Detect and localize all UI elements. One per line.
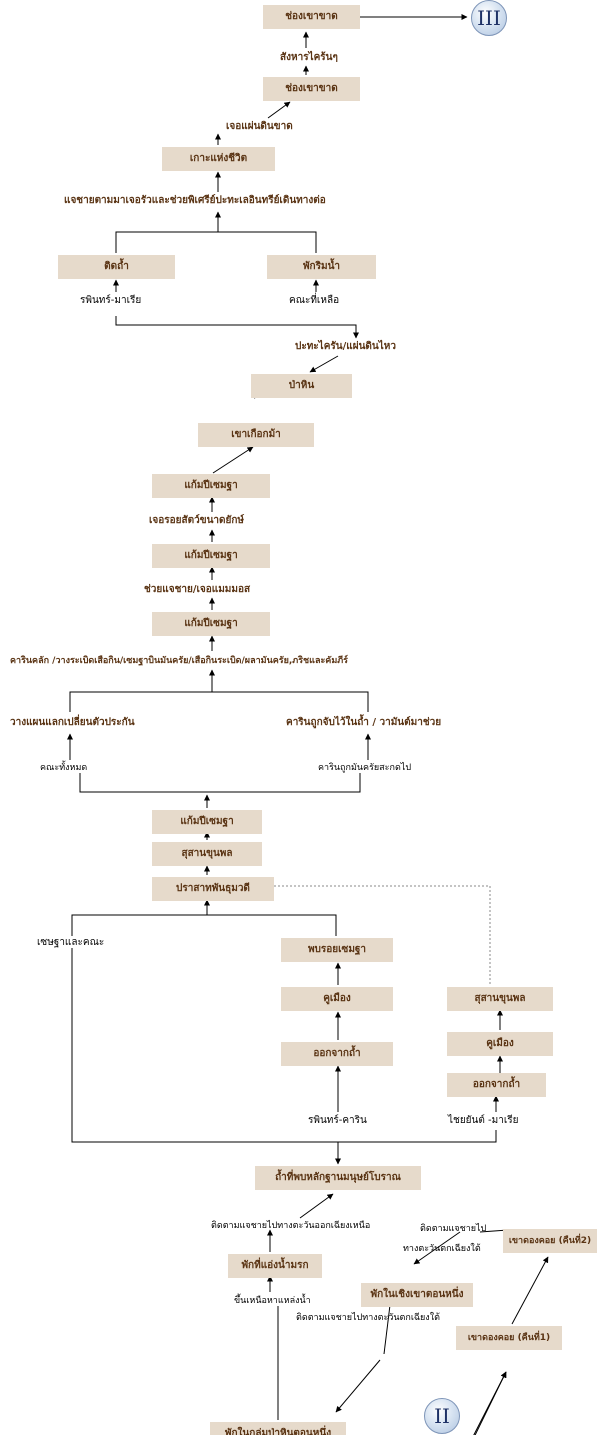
node-forest1: ป่าหิน <box>251 374 352 398</box>
merge-plan-captive <box>69 691 369 712</box>
label-sem-group: เซษฐาและคณะ <box>37 937 105 948</box>
node-pz4: แก้มปีเซมฐา <box>152 474 270 498</box>
arrow-quake-to-forest <box>309 355 339 373</box>
arrow-hill-to-sw2 <box>383 1304 391 1355</box>
node-pz1: แก้มปีเซมฐา <box>152 810 262 834</box>
label-up: ขึ้นเหนือหาแหล่งน้ำ <box>234 1296 311 1306</box>
arrow-cliff-to-gap2 <box>267 101 291 119</box>
dotted-link-palace-cemetery2 <box>274 885 491 985</box>
arrow-mountain-to-pz4 <box>212 446 254 474</box>
label-sw2: ติดตามแจชายไปทางตะวันตกเฉียงใต้ <box>296 1313 440 1323</box>
label-pm: รพินทร์-มาเรีย <box>80 295 142 306</box>
node-hill: พักในเชิงเขาตอนหนึ่ง <box>361 1283 473 1307</box>
label-help: ช่วยแจชาย/เจอแมมมอส <box>144 584 251 595</box>
label-sw-b: ทางตะวันตกเฉียงใต้ <box>403 1244 481 1254</box>
label-karin-long: คารินคลัก /วางระเบิดเสือกิน/เซมฐาบินมันค… <box>10 656 349 666</box>
node-koi2: เขาดองคอย (คืนที่2) <box>503 1229 597 1253</box>
node-pz3: แก้มปีเซมฐา <box>152 544 270 568</box>
line-return-right <box>338 1130 497 1143</box>
label-all-group: คณะทั้งหมด <box>40 763 88 773</box>
label-cm: ไชยยันต์ -มาเรีย <box>448 1115 519 1126</box>
node-restfall: พักริมน้ำ <box>267 255 376 279</box>
node-cemetery2: สุสานขุนพล <box>447 987 553 1011</box>
label-captive: คารินถูกจับไว้ในถ้ำ / วามันต์มาช่วย <box>286 717 442 728</box>
start-marker: II <box>424 1398 460 1434</box>
label-warfare: สังหารไคร้นๆ <box>280 52 338 63</box>
node-palace: ปราสาทพันธุมวดี <box>152 877 274 901</box>
node-footprint: พบรอยเซมฐา <box>281 938 393 962</box>
merge-stuck-restfall <box>115 231 317 253</box>
node-cemetery: สุสานขุนพล <box>152 842 262 866</box>
node-cave2: ออกจากถ้ำ <box>447 1073 546 1097</box>
label-karin-taken: คารินถูกมันครัยสะกดไป <box>318 763 412 773</box>
label-quake: ปะทะไครัน/แผ่นดินไหว <box>295 341 396 352</box>
label-cliff: เจอแผ่นดินขาด <box>226 121 293 132</box>
label-follow: แจชายตามมาเจอรัวและช่วยพิเศรีย์ปะทะเลอิน… <box>64 195 326 206</box>
node-koi1: เขาดองคอย (คืนที่1) <box>456 1326 562 1350</box>
label-ne: ติดตามแจชายไปทางตะวันออกเฉียงเหนือ <box>211 1221 371 1231</box>
node-moat2: คูเมือง <box>447 1032 553 1056</box>
arrow-pm-group-to-quake <box>115 316 359 339</box>
node-gap2: ช่องเขาขาด <box>263 77 360 101</box>
node-stuck-cave: ติดถ้ำ <box>58 255 175 279</box>
arrow-sw-to-hill <box>413 1231 461 1265</box>
label-sw-a: ติดตามแจชายไป <box>420 1224 487 1234</box>
end-marker: III <box>471 0 507 36</box>
line-return-left <box>71 948 338 1143</box>
node-island: เกาะแห่งชีวิต <box>162 147 275 171</box>
node-ancient: ถ้ำที่พบหลักฐานมนุษย์โบราณ <box>255 1166 421 1190</box>
node-spring: พักที่แอ่งน้ำมรก <box>228 1254 322 1278</box>
node-cave1: ออกจากถ้ำ <box>281 1042 393 1066</box>
node-moat1: คูเมือง <box>281 987 393 1011</box>
label-animal: เจอรอยสัตว์ขนาดยักษ์ <box>149 515 245 526</box>
label-rest-group: คณะที่เหลือ <box>289 295 340 306</box>
node-top-gap: ช่องเขาขาด <box>263 5 360 29</box>
label-plan: วางแผนแลกเปลี่ยนตัวประกัน <box>10 717 135 728</box>
arrow-ne-to-ancient <box>299 1193 334 1219</box>
arrow-koi1-to-koi2 <box>511 1256 549 1325</box>
merge-sem-footprint <box>71 914 337 936</box>
arrow-sw2-to-forest2 <box>335 1359 381 1413</box>
node-mountain: เขาเกือกม้า <box>198 423 314 447</box>
node-pz2: แก้มปีเซมฐา <box>152 612 270 636</box>
arrow-start2-to-koi1 <box>473 1371 507 1435</box>
arrow-start-to-koi1 <box>474 1371 507 1435</box>
merge-all-taken <box>79 773 361 793</box>
node-forest2: พักในกลุ่มป่าหินตอนหนึ่ง <box>210 1422 346 1435</box>
label-pk: รพินทร์-คาริน <box>308 1115 367 1126</box>
